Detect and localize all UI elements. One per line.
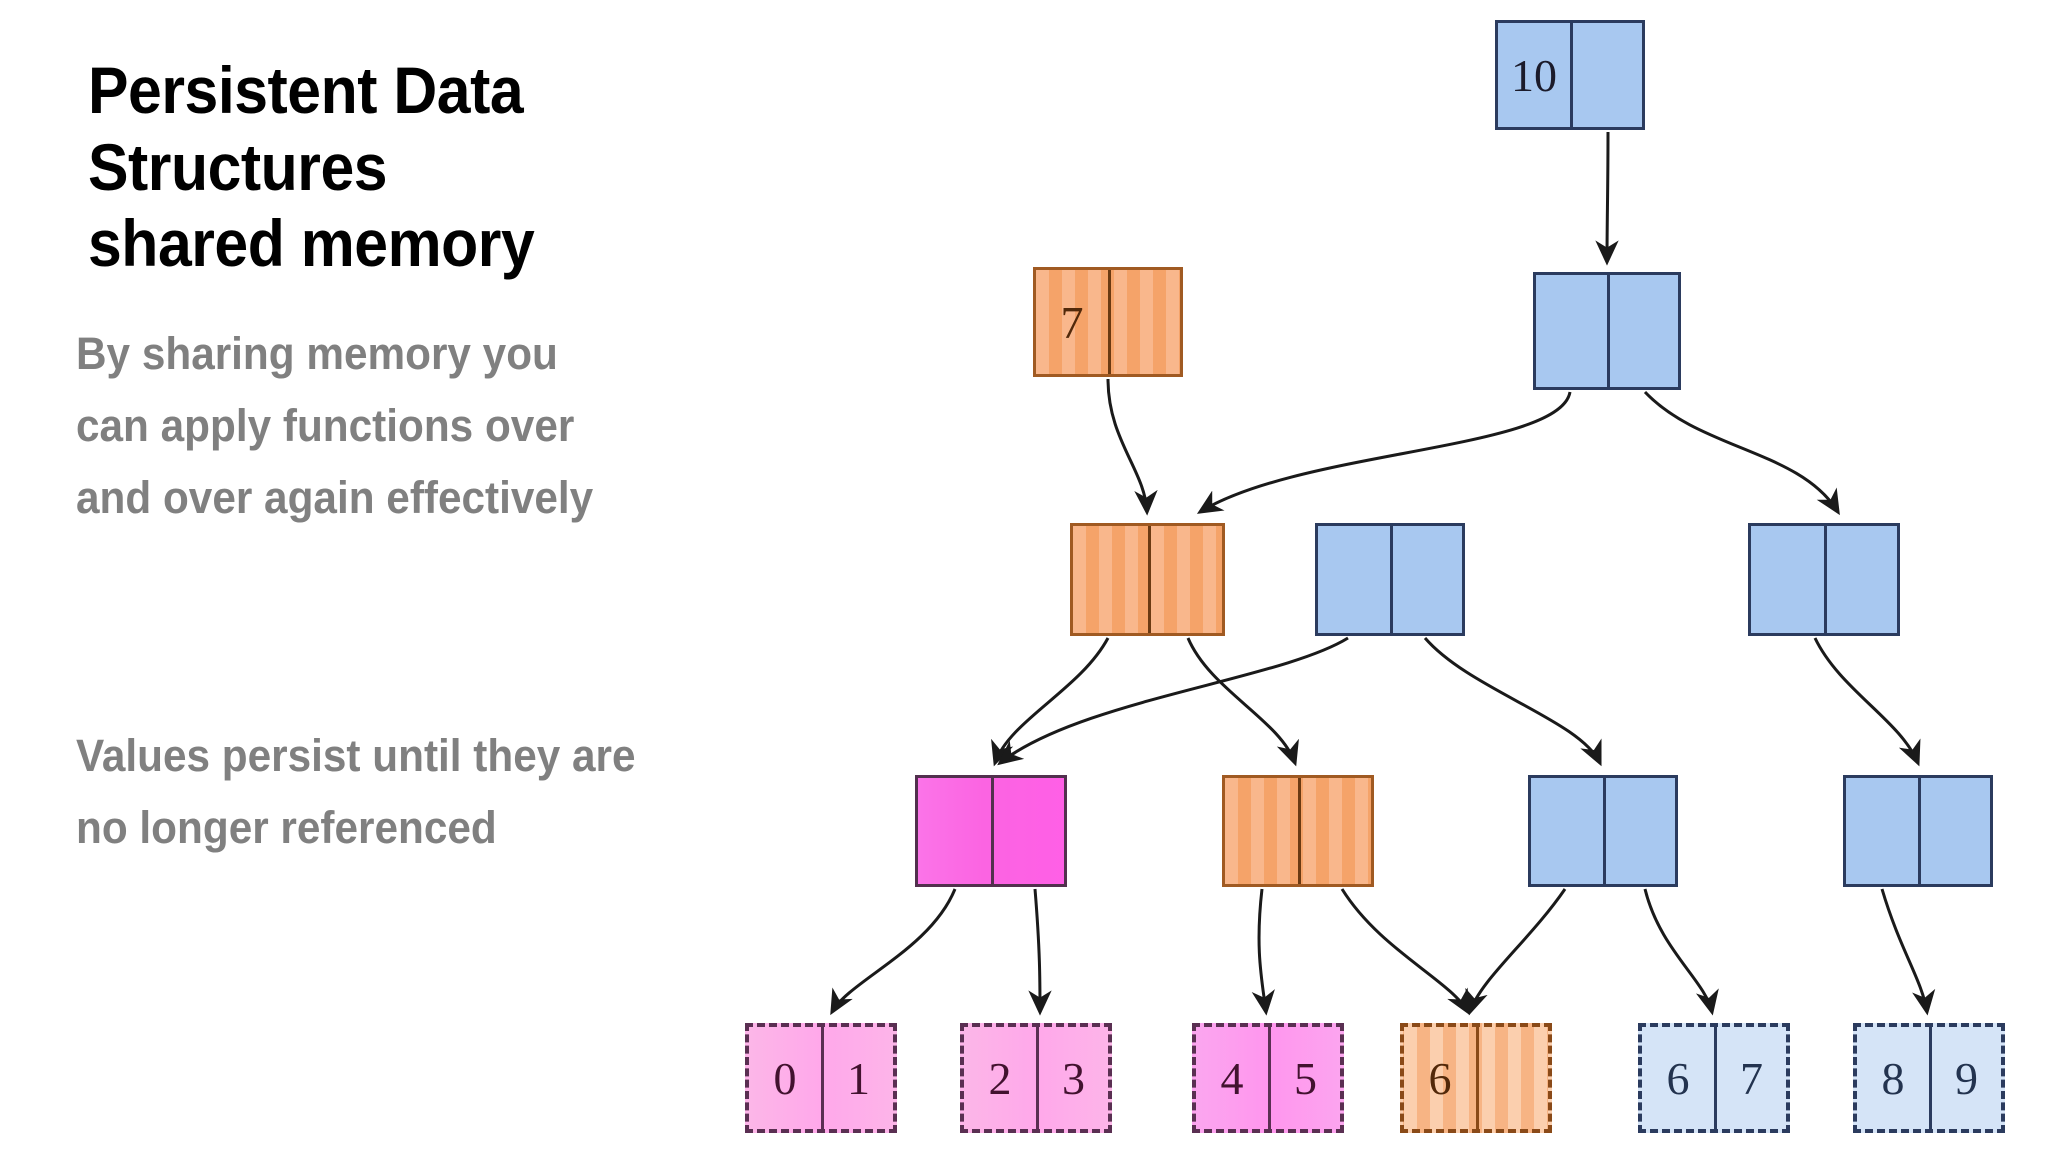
tree-node-cell-left: 10 xyxy=(1511,49,1557,101)
tree-node-cell-left: 4 xyxy=(1220,1052,1244,1104)
tree-node-cell-right: 7 xyxy=(1714,1027,1786,1129)
tree-node-root[interactable]: 10 xyxy=(1495,20,1645,130)
tree-node-cell-right xyxy=(1476,1027,1548,1129)
tree-node-cell-right xyxy=(1298,778,1371,884)
tree-node-l2-orange[interactable] xyxy=(1070,523,1225,636)
tree-node-cell-left: 6 xyxy=(1666,1052,1690,1104)
tree-node-cell-left xyxy=(1751,526,1824,633)
page-title: Persistent Data Structures shared memory xyxy=(88,53,535,281)
tree-node-l3-pink[interactable] xyxy=(915,775,1067,887)
tree-node-cell-right: 3 xyxy=(1036,1027,1108,1129)
tree-node-cell-left: 8 xyxy=(1881,1052,1905,1104)
body-paragraph-2: Values persist until they are no longer … xyxy=(76,730,636,853)
tree-node-cell-left: 7 xyxy=(1060,296,1084,348)
tree-node-cell-right xyxy=(1147,526,1223,633)
tree-edge xyxy=(1643,390,1840,516)
tree-node-cell-left xyxy=(1225,778,1298,884)
tree-node-cell-right xyxy=(991,778,1064,884)
tree-edge xyxy=(830,888,957,1016)
tree-edge xyxy=(991,637,1110,767)
tree-edge xyxy=(997,636,1349,766)
tree-node-cell-left xyxy=(1073,526,1148,633)
tree-node-cell-left: 2 xyxy=(988,1052,1012,1104)
tree-node-l2-blue-b[interactable] xyxy=(1748,523,1900,636)
tree-edge xyxy=(1251,888,1275,1016)
tree-node-cell-right: 9 xyxy=(1929,1027,2001,1129)
tree-edge xyxy=(1028,888,1052,1016)
tree-edge xyxy=(1880,888,1936,1016)
tree-node-l3-blue-b[interactable] xyxy=(1843,775,1993,887)
tree-edge xyxy=(1106,378,1158,516)
text-column: Persistent Data Structures shared memory… xyxy=(0,0,700,1152)
tree-edge xyxy=(1465,888,1567,1016)
tree-node-cell-right xyxy=(1918,778,1990,884)
tree-node-l3-blue-a[interactable] xyxy=(1528,775,1678,887)
tree-node-leaf-6[interactable]: 6 xyxy=(1400,1023,1552,1133)
tree-node-cell-left: 0 xyxy=(773,1052,797,1104)
tree-edge xyxy=(1595,131,1619,266)
tree-node-cell-right xyxy=(1603,778,1675,884)
tree-node-l1-orange[interactable]: 7 xyxy=(1033,267,1183,377)
tree-node-cell-left xyxy=(1318,526,1390,633)
tree-edge xyxy=(1340,888,1470,1016)
tree-node-cell-right xyxy=(1607,275,1678,387)
tree-node-cell-left xyxy=(918,778,991,884)
tree-node-cell-right xyxy=(1570,23,1642,127)
tree-node-cell-left xyxy=(1531,778,1603,884)
tree-node-cell-right xyxy=(1824,526,1897,633)
tree-node-cell-left: 6 xyxy=(1428,1052,1452,1104)
tree-edge xyxy=(1423,637,1602,767)
tree-node-cell-right xyxy=(1108,270,1180,374)
tree-edge xyxy=(1643,888,1719,1016)
tree-edge xyxy=(1813,637,1921,767)
tree-node-l3-orange[interactable] xyxy=(1222,775,1374,887)
tree-node-l2-blue-a[interactable] xyxy=(1315,523,1465,636)
tree-node-cell-right xyxy=(1390,526,1462,633)
tree-edge xyxy=(1196,391,1572,514)
body-paragraph-1: By sharing memory you can apply function… xyxy=(76,328,594,523)
tree-node-l1-blue[interactable] xyxy=(1533,272,1681,390)
tree-node-cell-left xyxy=(1536,275,1607,387)
tree-node-cell-left xyxy=(1846,778,1918,884)
tree-edge xyxy=(1186,637,1299,767)
tree-node-cell-right: 1 xyxy=(821,1027,893,1129)
tree-node-cell-right: 5 xyxy=(1268,1027,1340,1129)
